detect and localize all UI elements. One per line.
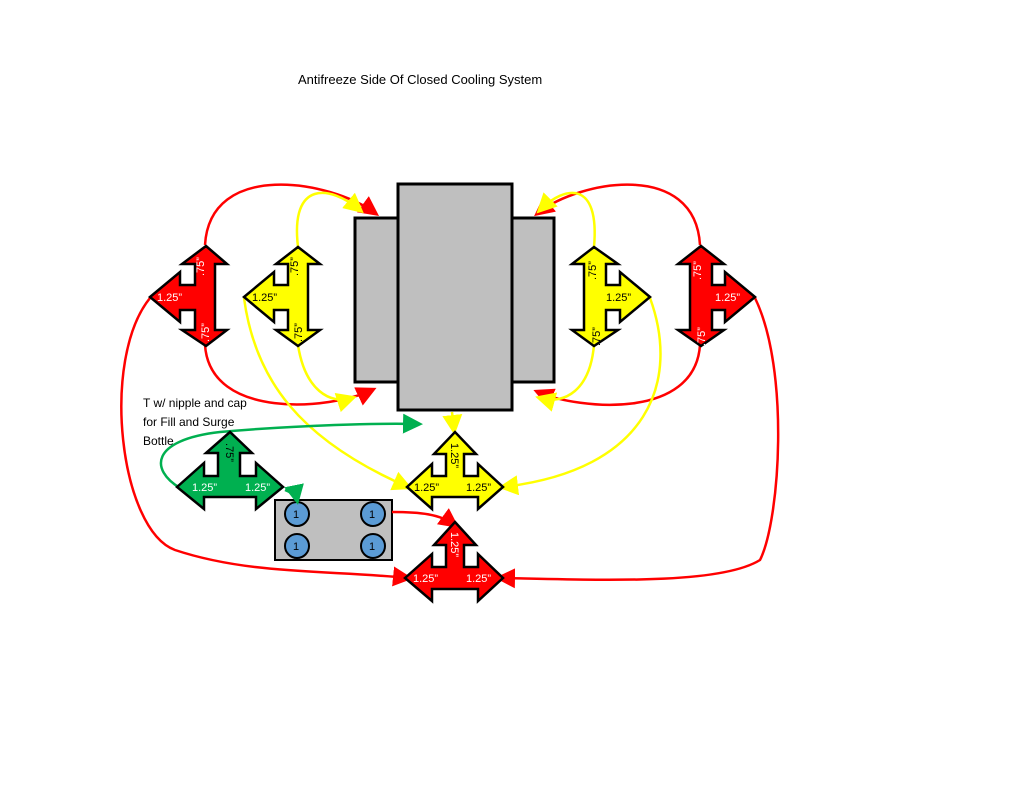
yellow-lines xyxy=(242,191,662,496)
red-cross-fitting-left: 1.25” .75” .75” xyxy=(148,244,231,348)
engine-left-side xyxy=(353,216,400,384)
manifold-port: 1 xyxy=(284,533,310,559)
manifold-port: 1 xyxy=(360,501,386,527)
svg-text:1: 1 xyxy=(369,509,375,521)
engine-block xyxy=(396,182,514,412)
red-cross-fitting-right: 1.25” .75” .75” xyxy=(674,244,757,348)
svg-text:1: 1 xyxy=(293,541,299,553)
red-tee-fitting-bottom: 1.25” 1.25” 1.25” xyxy=(403,520,505,604)
svg-text:1.25”: 1.25” xyxy=(414,482,439,494)
fill-surge-note: T w/ nipple and cap for Fill and Surge B… xyxy=(143,396,247,448)
svg-text:.75”: .75” xyxy=(200,323,212,342)
green-lines xyxy=(159,413,423,505)
svg-text:1.25”: 1.25” xyxy=(413,573,438,585)
svg-text:.75”: .75” xyxy=(289,257,301,276)
svg-text:.75”: .75” xyxy=(195,257,207,276)
svg-text:1.25”: 1.25” xyxy=(466,573,491,585)
svg-text:1.25”: 1.25” xyxy=(157,292,182,304)
svg-text:1: 1 xyxy=(293,509,299,521)
svg-text:.75”: .75” xyxy=(591,327,603,346)
svg-text:1.25”: 1.25” xyxy=(252,292,277,304)
manifold-port: 1 xyxy=(360,533,386,559)
svg-text:1: 1 xyxy=(369,541,375,553)
yellow-tee-fitting-center: 1.25” 1.25” 1.25” xyxy=(405,430,505,512)
svg-text:1.25”: 1.25” xyxy=(606,292,631,304)
svg-text:1.25”: 1.25” xyxy=(448,532,460,557)
svg-text:.75”: .75” xyxy=(696,327,708,346)
svg-text:1.25”: 1.25” xyxy=(245,482,270,494)
svg-text:1.25”: 1.25” xyxy=(466,482,491,494)
svg-text:1.25”: 1.25” xyxy=(192,482,217,494)
svg-text:.75”: .75” xyxy=(587,261,599,280)
manifold-port: 1 xyxy=(284,501,310,527)
svg-text:.75”: .75” xyxy=(223,443,235,462)
svg-text:1.25”: 1.25” xyxy=(715,292,740,304)
yellow-cross-fitting-right: 1.25” .75” .75” xyxy=(568,245,652,348)
svg-text:.75”: .75” xyxy=(293,323,305,342)
svg-text:.75”: .75” xyxy=(692,261,704,280)
yellow-cross-fitting-left: 1.25” .75” .75” xyxy=(242,245,324,348)
engine-right-side xyxy=(510,216,556,384)
svg-text:1.25”: 1.25” xyxy=(448,443,460,468)
green-tee-fitting: 1.25” 1.25” .75” xyxy=(175,430,285,512)
diagram-title: Antifreeze Side Of Closed Cooling System xyxy=(298,72,543,87)
